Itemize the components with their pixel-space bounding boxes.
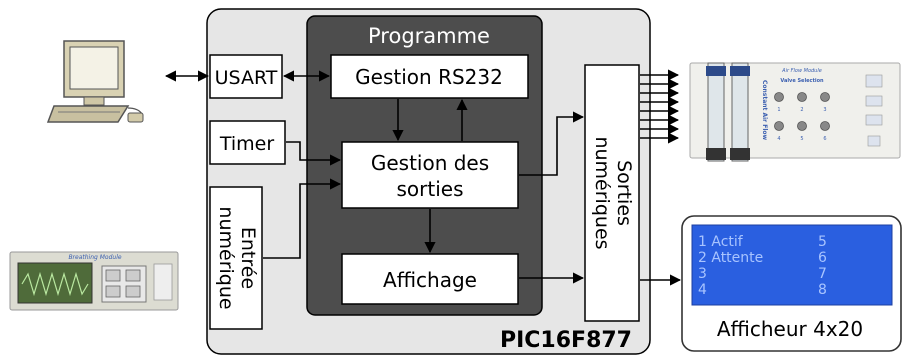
lcd-row-1-left: 1 Actif [698, 234, 744, 250]
lcd-row-2-left: 2 Attente [698, 250, 763, 266]
svg-text:4: 4 [777, 136, 780, 142]
arrow-to-sorties [519, 111, 585, 176]
usart-label: USART [215, 67, 278, 89]
sorties-label-2: numériques [591, 136, 613, 249]
lcd-display: 1 Actif 5 2 Attente 6 3 7 4 8 Afficheur … [681, 215, 902, 352]
programme-title: Programme [368, 24, 490, 48]
timer-block [209, 120, 286, 165]
computer-icon [46, 40, 144, 123]
connections [164, 69, 682, 286]
airflow-module-image: Constant Air Flow Air Flow Module Valve … [689, 62, 901, 162]
lcd-row-4-left: 4 [698, 282, 707, 298]
svg-text:Air Flow Module: Air Flow Module [781, 68, 822, 74]
gestion-rs232-label: Gestion RS232 [355, 65, 503, 89]
breathing-module-image: Breathing Module [9, 251, 179, 311]
svg-text:Constant Air Flow: Constant Air Flow [761, 80, 768, 141]
svg-text:Valve Selection: Valve Selection [780, 78, 824, 84]
svg-text:3: 3 [823, 107, 826, 113]
lcd-row-4-right: 8 [818, 282, 827, 298]
arrow-timer [286, 141, 342, 166]
sorties-numeriques-block [584, 64, 640, 322]
lcd-row-1-right: 5 [818, 234, 827, 250]
affichage-label: Affichage [383, 268, 477, 292]
arrow-entree [263, 178, 342, 259]
sorties-label-1: Sorties [613, 160, 635, 226]
gestion-rs232-block [330, 54, 529, 99]
lcd-row-3-right: 7 [818, 266, 827, 282]
usart-block [209, 54, 283, 99]
svg-text:5: 5 [800, 136, 803, 142]
entree-numerique-block [209, 186, 263, 330]
svg-text:6: 6 [823, 136, 826, 142]
svg-text:2: 2 [800, 107, 803, 113]
entree-label-2: numérique [215, 206, 237, 309]
svg-text:Breathing Module: Breathing Module [68, 254, 121, 261]
timer-label: Timer [219, 133, 274, 155]
gestion-sorties-label-2: sorties [396, 177, 463, 201]
svg-text:1: 1 [777, 107, 780, 113]
lcd-caption: Afficheur 4x20 [717, 317, 863, 341]
lcd-row-2-right: 6 [818, 250, 827, 266]
gestion-sorties-block [341, 141, 519, 209]
gestion-sorties-label-1: Gestion des [371, 151, 489, 175]
affichage-block [341, 253, 519, 305]
pic-chip-label: PIC16F877 [500, 328, 632, 353]
lcd-row-3-left: 3 [698, 266, 707, 282]
entree-label-1: Entrée [237, 227, 259, 289]
